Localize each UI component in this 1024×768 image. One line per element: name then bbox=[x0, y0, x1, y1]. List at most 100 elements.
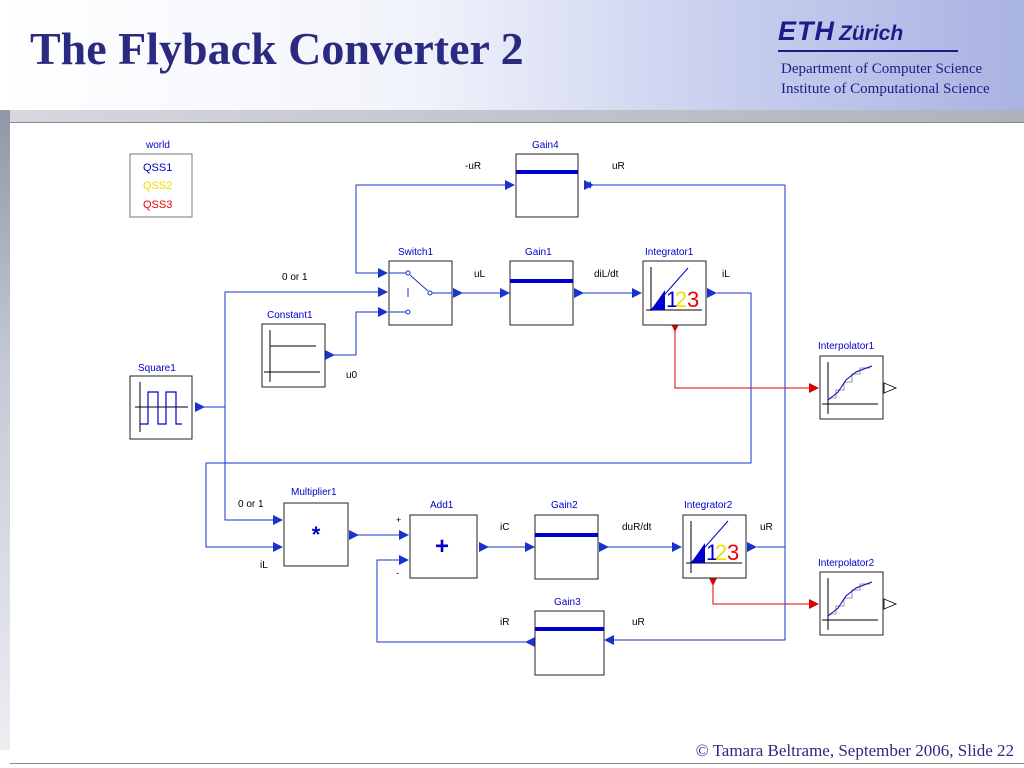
switch1-title: Switch1 bbox=[398, 247, 433, 258]
wire-il-loop bbox=[205, 292, 752, 551]
port-triangle bbox=[574, 288, 584, 298]
wire-integrator2-to-interp2 bbox=[712, 584, 818, 608]
add1-title: Add1 bbox=[430, 500, 454, 511]
label-ur-bottom: uR bbox=[632, 617, 645, 628]
signal-labels: -uR uR 0 or 1 uL diL/dt iL u0 0 or 1 iL … bbox=[238, 161, 773, 628]
gain1-block[interactable]: Gain1 bbox=[509, 247, 574, 326]
label-il-top: iL bbox=[722, 269, 730, 280]
interpolator1-block[interactable]: Interpolator1 bbox=[818, 341, 884, 420]
left-decoration-bar bbox=[0, 110, 10, 750]
top-rule bbox=[10, 122, 1024, 123]
switch1-contact bbox=[405, 309, 411, 315]
multiplier1-box bbox=[283, 502, 349, 567]
label-ur-mid: uR bbox=[760, 522, 773, 533]
integrator1-box bbox=[642, 260, 707, 326]
constant1-box bbox=[261, 323, 326, 388]
interpolator1-box bbox=[819, 355, 884, 420]
gain4-block[interactable]: Gain4 bbox=[515, 140, 579, 218]
integrator2-digit-1: 1 bbox=[706, 540, 718, 565]
label-neg-ur: -uR bbox=[465, 161, 481, 172]
label-u0: u0 bbox=[346, 370, 358, 381]
port-triangle-open bbox=[883, 382, 898, 394]
integrator2-block[interactable]: Integrator2 1 2 3 bbox=[682, 500, 747, 579]
port-triangle bbox=[378, 268, 388, 278]
add1-plus-sign: + bbox=[396, 515, 401, 525]
port-triangle bbox=[505, 180, 515, 190]
gain3-box bbox=[534, 610, 605, 676]
label-zero-or-one-bottom: 0 or 1 bbox=[238, 499, 264, 510]
constant1-title: Constant1 bbox=[267, 310, 313, 321]
world-title: world bbox=[145, 140, 170, 151]
integrator1-line bbox=[650, 267, 689, 311]
add1-block[interactable]: Add1 + + - bbox=[396, 500, 478, 579]
multiplier1-title: Multiplier1 bbox=[291, 487, 337, 498]
port-triangle bbox=[604, 635, 614, 645]
port-triangle bbox=[707, 288, 717, 298]
port-triangle bbox=[399, 555, 409, 565]
port-triangle bbox=[747, 542, 757, 552]
wire-constant-to-switch bbox=[334, 308, 387, 356]
world-item-qss3: QSS3 bbox=[143, 199, 172, 211]
integrator2-box bbox=[682, 514, 747, 579]
label-dil-dt: diL/dt bbox=[594, 269, 619, 280]
interpolator1-title: Interpolator1 bbox=[818, 341, 875, 352]
wire-square-to-switch bbox=[204, 288, 387, 408]
square1-block[interactable]: Square1 bbox=[129, 363, 193, 440]
dept-line-2: Institute of Computational Science bbox=[781, 81, 990, 97]
gain4-title: Gain4 bbox=[532, 140, 559, 151]
port-triangle bbox=[500, 288, 510, 298]
integrator1-ramp bbox=[651, 290, 665, 310]
world-block[interactable]: world QSS1 QSS2 QSS3 bbox=[129, 140, 193, 218]
logo-underline bbox=[778, 50, 958, 52]
switch1-block[interactable]: Switch1 bbox=[388, 247, 453, 326]
world-item-qss2: QSS2 bbox=[143, 180, 172, 192]
gain3-block[interactable]: Gain3 bbox=[534, 597, 605, 676]
interpolator2-block[interactable]: Interpolator2 bbox=[818, 558, 884, 636]
add1-minus-sign: - bbox=[396, 568, 399, 578]
gain2-block[interactable]: Gain2 bbox=[534, 500, 599, 580]
label-ul: uL bbox=[474, 269, 486, 280]
gain2-box bbox=[534, 514, 599, 580]
interpolator2-title: Interpolator2 bbox=[818, 558, 875, 569]
red-wires bbox=[674, 330, 818, 608]
label-ur-top: uR bbox=[612, 161, 625, 172]
dept-line-1: Department of Computer Science bbox=[781, 61, 983, 77]
port-triangle bbox=[195, 402, 205, 412]
wire-ir-feedback bbox=[376, 556, 534, 643]
port-triangle bbox=[632, 288, 642, 298]
integrator1-block[interactable]: Integrator1 1 2 3 bbox=[642, 247, 707, 326]
interpolator2-box bbox=[819, 571, 884, 636]
multiplier1-symbol: * bbox=[312, 522, 321, 547]
port-triangle bbox=[273, 515, 283, 525]
world-item-qss1: QSS1 bbox=[143, 162, 172, 174]
department-text: Department of Computer Science Institute… bbox=[781, 59, 990, 99]
integrator2-digit-3: 3 bbox=[727, 540, 739, 565]
gain1-title: Gain1 bbox=[525, 247, 552, 258]
port-triangle bbox=[378, 307, 388, 317]
label-il-bottom: iL bbox=[260, 560, 268, 571]
label-ir: iR bbox=[500, 617, 509, 628]
wire-square-to-multiplier bbox=[224, 407, 282, 524]
integrator2-digit-2: 2 bbox=[715, 540, 727, 565]
wire-neg-ur bbox=[355, 184, 514, 277]
gain2-title: Gain2 bbox=[551, 500, 578, 511]
integrator2-ramp bbox=[691, 543, 705, 563]
port-triangle bbox=[525, 542, 535, 552]
slide-header bbox=[0, 0, 1024, 110]
constant1-block[interactable]: Constant1 bbox=[261, 310, 326, 388]
label-zero-or-one-top: 0 or 1 bbox=[282, 272, 308, 283]
multiplier1-block[interactable]: Multiplier1 * bbox=[283, 487, 349, 567]
square1-title: Square1 bbox=[138, 363, 176, 374]
slide-title: The Flyback Converter 2 bbox=[30, 23, 524, 74]
port-triangle bbox=[453, 288, 463, 298]
integrator1-digit-3: 3 bbox=[687, 287, 699, 312]
add1-symbol: + bbox=[435, 533, 449, 560]
interpolator1-curve bbox=[827, 365, 873, 401]
switch1-line bbox=[409, 274, 429, 292]
interpolator2-curve bbox=[827, 581, 873, 617]
world-box bbox=[129, 153, 193, 218]
port-triangle bbox=[325, 350, 335, 360]
port-triangle bbox=[349, 530, 359, 540]
port-triangle bbox=[525, 637, 535, 647]
port-triangle bbox=[809, 383, 819, 393]
